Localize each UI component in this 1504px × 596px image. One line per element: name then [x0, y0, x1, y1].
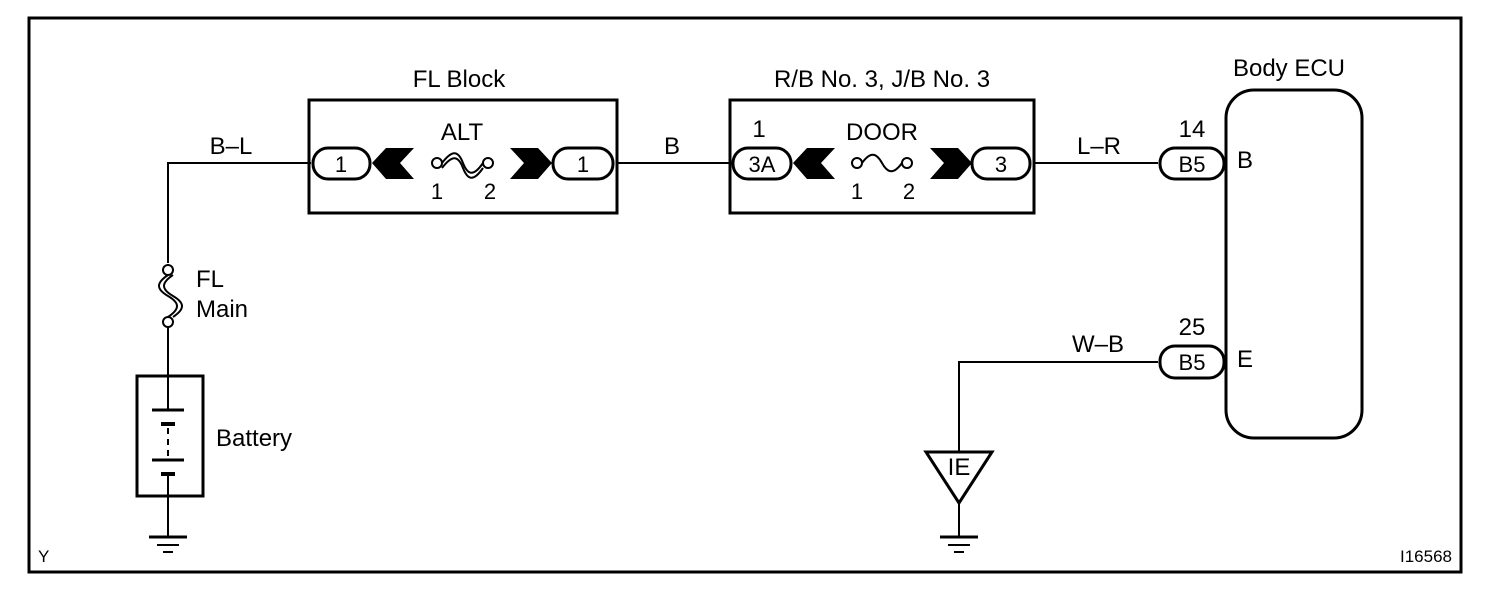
door-fuse-name: DOOR — [846, 119, 918, 146]
ecu-connector-b5-b — [1158, 146, 1226, 181]
door-fuse-pin-2: 2 — [903, 179, 915, 204]
ground-icon — [940, 535, 978, 553]
wire-label-l-r: L–R — [1077, 133, 1121, 160]
fl-block-connector-left — [311, 146, 372, 181]
fl-block-connector-right — [551, 146, 615, 181]
wire-b-l — [167, 162, 311, 263]
fl-block-title: FL Block — [413, 66, 506, 93]
ground-icon — [149, 535, 187, 553]
corner-label: Y — [38, 547, 49, 566]
fusible-link-icon — [441, 152, 484, 174]
ground-point-ie: IE — [923, 450, 995, 506]
ecu-connector-b5-b-label: B5 — [1179, 152, 1206, 177]
rb-connector-left-label: 3A — [749, 152, 776, 177]
door-fuse-node-left — [851, 157, 863, 169]
relay-junction-block-title: R/B No. 3, J/B No. 3 — [774, 66, 990, 93]
fl-fuse-node-left — [431, 157, 443, 169]
fl-main-label-line1: FL — [196, 266, 224, 293]
fl-main-node-top — [162, 264, 174, 276]
fl-fuse-node-right — [482, 157, 494, 169]
door-fuse-pin-1: 1 — [851, 179, 863, 204]
fusible-link-icon-inner — [163, 274, 183, 318]
ecu-pin-14: 14 — [1179, 116, 1206, 143]
figure-id: I16568 — [1400, 547, 1452, 566]
fl-main-label-line2: Main — [196, 296, 248, 323]
rb-connector-left — [731, 146, 793, 181]
wire-w-b — [958, 361, 1158, 452]
ground-point-label: IE — [948, 454, 971, 481]
fl-block-connector-right-label: 1 — [577, 152, 589, 177]
rb-connector-right-label: 3 — [995, 152, 1007, 177]
battery: Battery — [135, 374, 292, 498]
ecu-connector-b5-e-label: B5 — [1179, 350, 1206, 375]
fl-fuse-pin-1: 1 — [431, 179, 443, 204]
fl-block: FL Block 1 ALT 1 2 1 — [307, 66, 619, 215]
diagram-frame — [27, 16, 1463, 574]
battery-label: Battery — [216, 425, 292, 452]
fl-block-connector-left-label: 1 — [335, 152, 347, 177]
chevron-left-icon — [793, 148, 835, 179]
chevron-right-icon — [510, 148, 552, 179]
fl-main: FL Main — [158, 264, 248, 328]
fl-fuse-name: ALT — [441, 119, 484, 146]
fl-fuse-pin-2: 2 — [484, 179, 496, 204]
body-ecu: Body ECU 14 B5 B 25 B5 E — [1158, 55, 1364, 440]
fuse-icon — [861, 153, 903, 173]
rb-connector-pin-label: 1 — [752, 116, 765, 143]
fl-block-box — [307, 98, 619, 215]
fusible-link-icon — [158, 274, 178, 318]
wire-label-w-b: W–B — [1072, 331, 1124, 358]
ecu-connector-b5-e — [1158, 344, 1226, 380]
chevron-right-icon — [930, 148, 972, 179]
door-fuse-node-right — [901, 157, 913, 169]
body-ecu-title: Body ECU — [1233, 55, 1345, 82]
relay-junction-block: R/B No. 3, J/B No. 3 1 3A DOOR 1 2 3 — [728, 66, 1036, 215]
fl-main-node-bottom — [162, 316, 174, 328]
fusible-link-icon-inner — [441, 157, 484, 179]
body-ecu-box — [1224, 88, 1364, 440]
ecu-pin-25: 25 — [1179, 314, 1206, 341]
battery-box — [135, 374, 205, 498]
ecu-terminal-e: E — [1237, 346, 1253, 373]
chevron-left-icon — [372, 148, 414, 179]
rb-connector-right — [970, 146, 1032, 181]
wire-label-b-l: B–L — [210, 133, 253, 160]
ground-point-triangle — [923, 450, 995, 506]
relay-junction-block-box — [728, 98, 1036, 215]
ecu-terminal-b: B — [1237, 147, 1253, 174]
wire-label-b: B — [664, 133, 680, 160]
